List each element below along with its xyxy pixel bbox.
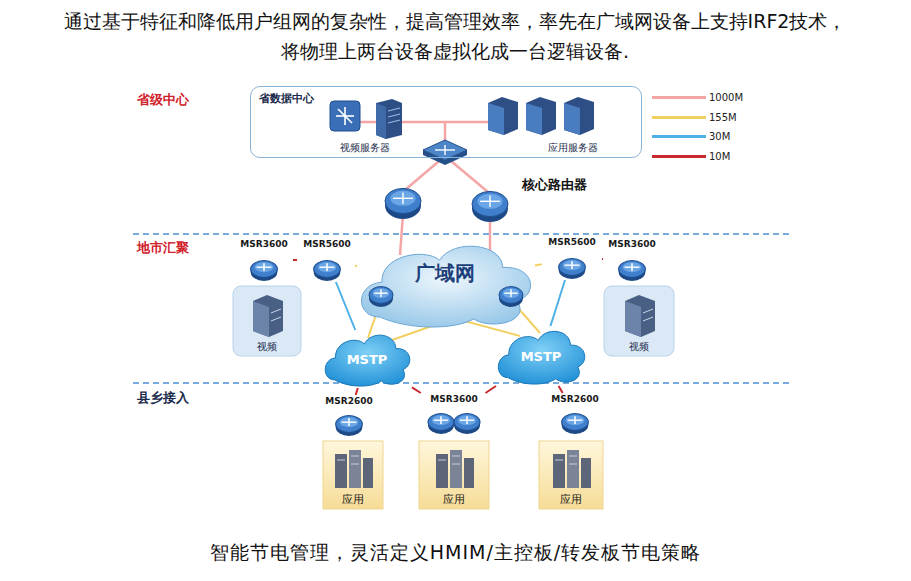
node-text: MSTP: [521, 349, 562, 364]
legend-text: 1000M: [709, 92, 743, 103]
label-text: 县乡接入: [137, 389, 189, 407]
node-text: MSR3600: [415, 393, 493, 405]
legend-swatch: [652, 135, 706, 138]
link-line: [336, 282, 355, 330]
label-text: 地市汇聚: [137, 239, 189, 257]
panel-node: 视频: [232, 285, 302, 357]
panel-node: 应用: [538, 440, 604, 510]
link-line: [486, 386, 497, 393]
node-text: MSR2600: [319, 395, 379, 407]
caption: 智能节电管理，灵活定义HMIM/主控板/转发板节电策略: [0, 538, 911, 566]
cloud-node: MSTP: [495, 326, 587, 386]
router-node: MSR3600: [235, 238, 293, 282]
app-srv-node: 应用服务器: [476, 93, 606, 155]
legend-row: 30M: [652, 127, 743, 147]
video-srv-node: 视频服务器: [306, 95, 424, 155]
legend-row: 155M: [652, 108, 743, 128]
node-text: MSR5600: [542, 236, 602, 248]
link-line: [355, 265, 357, 267]
node-text: 视频: [629, 340, 649, 354]
link-line: [559, 386, 563, 393]
label-text: 核心路由器: [522, 176, 587, 194]
legend-swatch: [652, 155, 706, 158]
router-node: MSR2600: [545, 393, 605, 435]
tier-dividers: [133, 234, 790, 383]
label-text: 省级中心: [137, 91, 189, 109]
link-line: [550, 280, 565, 326]
cloud-node: 广域网: [355, 238, 535, 330]
router-node: MSR5600: [297, 238, 357, 282]
node-text: 应用: [443, 492, 465, 507]
panel-node: 视频: [603, 285, 675, 357]
node-text: MSTP: [347, 352, 388, 367]
panel-node: 应用: [322, 440, 384, 510]
legend-row: 1000M: [652, 88, 743, 108]
legend-text: 30M: [709, 131, 730, 142]
node-text: 广域网: [415, 260, 475, 287]
gigabit-links: [360, 122, 500, 255]
cloud-node: MSTP: [322, 330, 412, 388]
node-text: 视频服务器: [340, 141, 390, 155]
node-text: MSR3600: [603, 238, 661, 250]
link-line: [356, 388, 358, 395]
node-text: 应用服务器: [548, 141, 598, 155]
router-node: MSR5600: [542, 236, 602, 280]
node-text: 应用: [342, 492, 364, 507]
router-node: MSR3600: [603, 238, 661, 282]
box-node: 省数据中心视频服务器应用服务器: [250, 86, 642, 158]
link-line: [412, 387, 421, 393]
node-text: 视频: [257, 340, 277, 354]
legend-text: 155M: [709, 112, 737, 123]
title: 通过基于特征和降低用户组网的复杂性，提高管理效率，率先在广域网设备上支持IRF2…: [55, 6, 855, 66]
node-text: MSR3600: [235, 238, 293, 250]
panel-node: 应用: [418, 440, 490, 510]
node-text: MSR2600: [545, 393, 605, 405]
core-devices: [385, 140, 508, 222]
legend-swatch: [652, 96, 706, 99]
legend-swatch: [652, 116, 706, 119]
link-line: [602, 258, 603, 260]
router-node: MSR3600: [415, 393, 493, 435]
link-line: [535, 264, 542, 265]
link-line: [293, 259, 297, 261]
node-text: MSR5600: [297, 238, 357, 250]
legend-text: 10M: [709, 151, 730, 162]
node-text: 应用: [560, 492, 582, 507]
router-node: MSR2600: [319, 395, 379, 437]
legend: 1000M 155M 30M 10M: [652, 88, 743, 166]
legend-row: 10M: [652, 147, 743, 167]
